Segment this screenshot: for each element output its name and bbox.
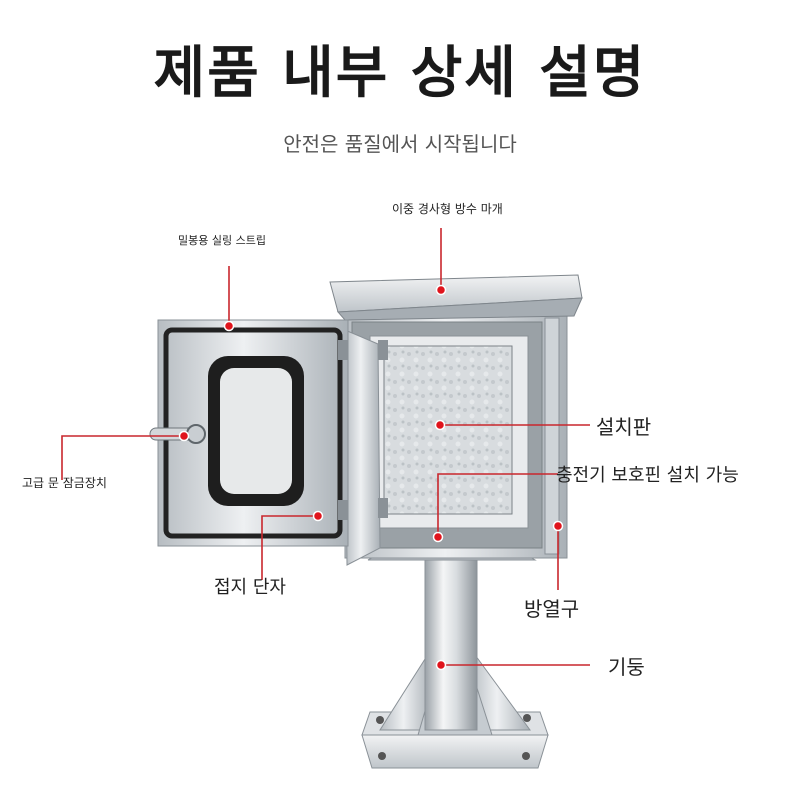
door-lock xyxy=(186,424,206,444)
label-breaker: 충전기 보호핀 설치 가능 xyxy=(556,465,739,486)
leader-ground xyxy=(261,515,318,580)
leader-door-lock xyxy=(61,435,184,480)
label-mount-plate: 설치판 xyxy=(596,415,652,439)
label-seal-strip: 밀봉용 실링 스트립 xyxy=(178,234,266,247)
marker-mount-plate xyxy=(434,419,446,431)
label-ground: 접지 단자 xyxy=(214,577,286,598)
marker-breaker xyxy=(432,531,444,543)
leader-breaker xyxy=(437,473,558,537)
marker-vent xyxy=(552,520,564,532)
label-vent: 방열구 xyxy=(524,597,580,621)
label-pillar: 기둥 xyxy=(608,655,645,679)
pillar xyxy=(424,559,478,731)
page-subtitle: 안전은 품질에서 시작됩니다 xyxy=(283,132,517,156)
page-title: 제품 내부 상세 설명 xyxy=(153,41,647,106)
marker-ground xyxy=(312,510,324,522)
marker-door-lock xyxy=(178,430,190,442)
label-rain-cover: 이중 경사형 방수 마개 xyxy=(392,202,503,216)
mounting-plate xyxy=(383,345,513,515)
marker-rain-cover xyxy=(435,284,447,296)
label-door-lock: 고급 문 잠금장치 xyxy=(22,476,107,490)
marker-seal-strip xyxy=(223,320,235,332)
marker-pillar xyxy=(435,659,447,671)
